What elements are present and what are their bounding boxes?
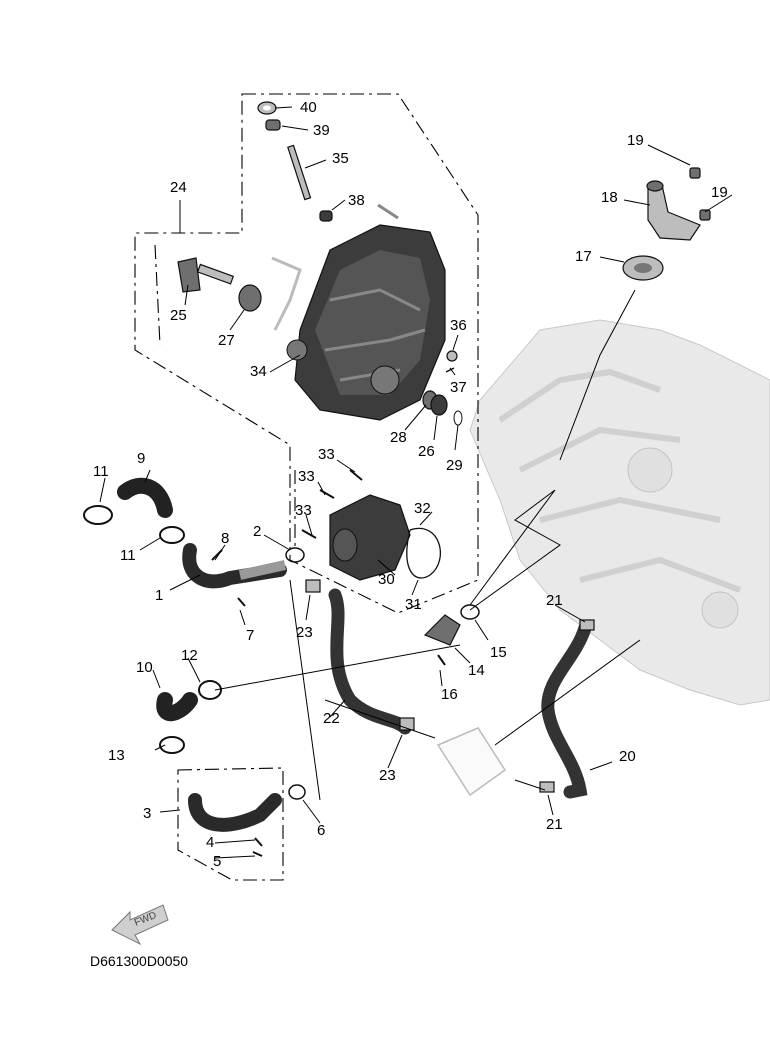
callout-17: 17 [575, 248, 592, 265]
callout-22: 22 [323, 710, 340, 727]
callout-23-bottom: 23 [379, 767, 396, 784]
callout-29: 29 [446, 457, 463, 474]
pipe-group-outline [177, 767, 284, 881]
callout-31: 31 [405, 596, 422, 613]
callout-33-c: 33 [295, 502, 312, 519]
callout-11-bottom: 11 [120, 547, 136, 564]
fwd-arrow-icon: FWD [111, 904, 169, 946]
oil-cooler [423, 614, 507, 797]
callout-6: 6 [317, 822, 325, 839]
callout-3: 3 [143, 805, 151, 822]
callout-33-b: 33 [298, 468, 315, 485]
callout-2: 2 [253, 523, 261, 540]
callout-40: 40 [300, 99, 317, 116]
callout-14: 14 [468, 662, 485, 679]
leader-lines [99, 106, 733, 859]
callout-1: 1 [155, 587, 163, 604]
callout-5: 5 [213, 853, 221, 870]
water-pump [301, 469, 441, 581]
callout-38: 38 [348, 192, 365, 209]
callout-13: 13 [108, 747, 125, 764]
crankcase-cover [286, 224, 446, 421]
callout-24: 24 [170, 179, 187, 196]
callout-12: 12 [181, 647, 198, 664]
callout-9: 9 [137, 450, 145, 467]
callout-11-top: 11 [93, 463, 109, 480]
thermostat-parts [622, 167, 711, 281]
callout-21-bottom: 21 [546, 816, 563, 833]
callout-32: 32 [414, 500, 431, 517]
callout-7: 7 [246, 627, 254, 644]
callout-19-top: 19 [627, 132, 644, 149]
callout-15: 15 [490, 644, 507, 661]
callout-25: 25 [170, 307, 187, 324]
callout-23-top: 23 [296, 624, 313, 641]
callout-36: 36 [450, 317, 467, 334]
callout-33-a: 33 [318, 446, 335, 463]
callout-21-top: 21 [546, 592, 563, 609]
callout-28: 28 [390, 429, 407, 446]
callout-20: 20 [619, 748, 636, 765]
callout-labels: 40 39 35 38 24 25 27 34 36 37 28 26 29 1… [93, 99, 728, 870]
callout-39: 39 [313, 122, 330, 139]
cover-fasteners [257, 101, 399, 222]
callout-19-right: 19 [711, 184, 728, 201]
clamps-and-orings [83, 505, 595, 857]
callout-4: 4 [206, 834, 214, 851]
cover-inner-outline [154, 244, 296, 550]
callout-18: 18 [601, 189, 618, 206]
callout-35: 35 [332, 150, 349, 167]
callout-27: 27 [218, 332, 235, 349]
callout-8: 8 [221, 530, 229, 547]
drawing-code: D661300D0050 [90, 953, 188, 969]
hoses [117, 477, 592, 832]
callout-16: 16 [441, 686, 458, 703]
callout-37: 37 [450, 379, 467, 396]
engine-block [469, 319, 770, 706]
callout-34: 34 [250, 363, 267, 380]
shaft-parts [177, 256, 302, 331]
callout-10: 10 [136, 659, 153, 676]
callout-30: 30 [378, 571, 395, 588]
callout-26: 26 [418, 443, 435, 460]
cover-seals [422, 350, 463, 426]
